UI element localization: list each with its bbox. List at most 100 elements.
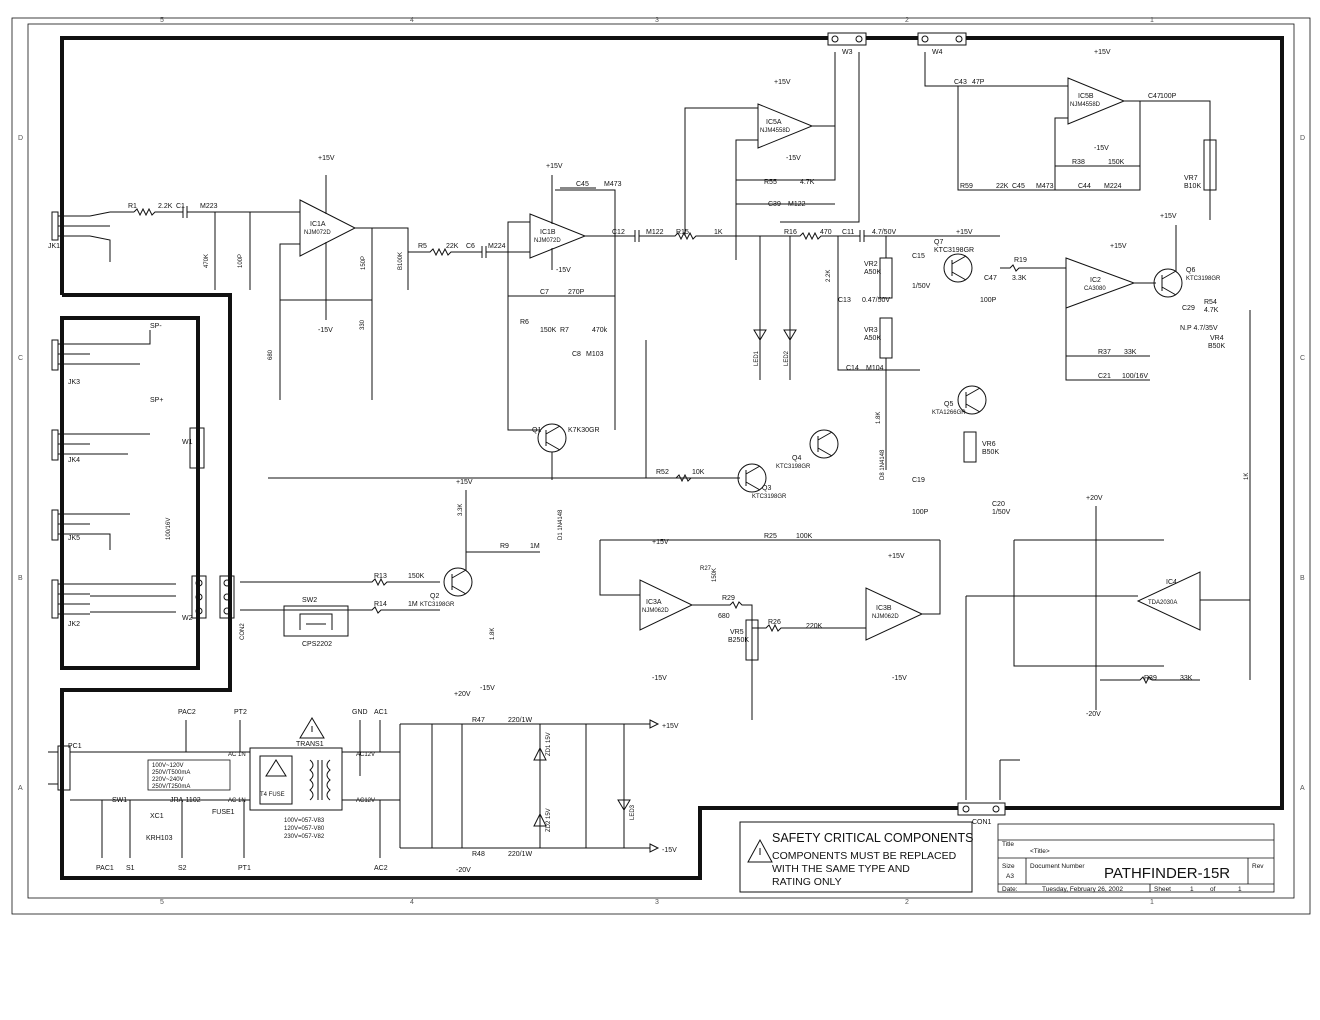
power-inlet-pc1: PC1 [48,743,82,791]
vr6-pot [963,431,977,463]
svg-text:SAFETY CRITICAL COMPONENTS: SAFETY CRITICAL COMPONENTS [772,831,973,845]
svg-text:+15V: +15V [456,479,473,486]
inner-frame [27,23,1295,899]
svg-text:R55: R55 [764,179,777,186]
con2-connector [219,575,235,619]
svg-text:3.3K: 3.3K [1012,275,1027,282]
grid-top-5: 1 [1150,17,1154,24]
svg-text:C43: C43 [954,79,967,86]
svg-text:XC1: XC1 [150,813,164,820]
svg-text:PT2: PT2 [234,709,247,716]
jack-jk4: JK4 [51,429,150,464]
svg-text:100K: 100K [796,533,813,540]
grid-top-1: 5 [160,17,164,24]
svg-text:COMPONENTS MUST BE REPLACED: COMPONENTS MUST BE REPLACED [772,850,957,862]
svg-text:NJM062D: NJM062D [872,614,899,620]
svg-text:2.2K: 2.2K [826,270,832,282]
grid-top-2: 4 [410,17,414,24]
svg-text:WITH THE SAME TYPE AND: WITH THE SAME TYPE AND [772,863,910,875]
grid-left-d: D [18,135,23,142]
svg-text:1/50V: 1/50V [992,509,1011,516]
svg-text:680: 680 [268,349,274,360]
svg-text:R16: R16 [784,229,797,236]
ota-ic2: IC2 CA3080 +15V [1065,243,1136,309]
svg-text:-15V: -15V [1094,145,1109,152]
svg-text:330: 330 [360,319,366,330]
svg-text:JK4: JK4 [68,457,80,464]
svg-text:150K: 150K [1108,159,1125,166]
input-jack-jk1: JK1 [48,211,111,262]
vr5-pot [745,619,759,661]
main-board-outline [60,36,1284,880]
title-block: Title <Title> Size A3 Document Number PA… [997,823,1275,893]
transistor-q4: Q4 KTC3198GR [776,429,839,470]
svg-text:AC1: AC1 [374,709,388,716]
svg-text:-15V: -15V [652,675,667,682]
svg-text:A50K: A50K [864,269,881,276]
svg-text:100V=057-V83: 100V=057-V83 [284,818,325,824]
svg-text:AC 1N: AC 1N [228,752,246,758]
svg-text:-15V: -15V [318,327,333,334]
svg-text:R1: R1 [128,203,137,210]
svg-text:Sheet: Sheet [1154,886,1171,893]
svg-text:1K: 1K [714,229,723,236]
svg-text:C11: C11 [842,229,854,236]
svg-text:IC4: IC4 [1166,579,1177,586]
svg-text:R29: R29 [722,595,735,602]
svg-text:-15V: -15V [892,675,907,682]
svg-text:KTA1266GR: KTA1266GR [932,410,966,416]
outer-frame [11,17,1311,915]
svg-text:100P: 100P [238,254,244,268]
voltage-table [147,759,231,791]
svg-text:K7K30GR: K7K30GR [568,427,600,434]
svg-text:C39: C39 [768,201,781,208]
svg-text:C21: C21 [1098,373,1111,380]
svg-text:KTC3198GR: KTC3198GR [752,494,787,500]
svg-text:W2: W2 [182,615,193,622]
svg-text:680: 680 [718,613,730,620]
svg-text:Q3: Q3 [762,485,771,492]
svg-text:+20V: +20V [1086,495,1103,502]
svg-text:Q4: Q4 [792,455,801,462]
grid-top-4: 2 [905,17,909,24]
grid-right-b: B [1300,575,1305,582]
svg-text:R5: R5 [418,243,427,250]
svg-text:Tuesday, February 26, 2002: Tuesday, February 26, 2002 [1042,886,1123,893]
svg-text:+15V: +15V [546,163,563,170]
svg-text:3.3K: 3.3K [458,504,464,516]
svg-text:-20V: -20V [1086,711,1101,718]
led-pair: LED1 LED2 [753,236,797,380]
svg-text:C1: C1 [176,203,185,210]
svg-text:33K: 33K [1180,675,1193,682]
svg-text:PAC1: PAC1 [96,865,114,872]
r1-resistor [133,207,175,217]
svg-text:Q5: Q5 [944,401,953,408]
w4-label: W4 [932,49,943,56]
svg-text:+15V: +15V [662,723,679,730]
svg-text:D1 1N4148: D1 1N4148 [558,509,564,540]
svg-text:IC1B: IC1B [540,229,556,236]
svg-text:0.47/50V: 0.47/50V [862,297,890,304]
svg-text:M473: M473 [1036,183,1054,190]
svg-text:LED1: LED1 [754,350,760,366]
svg-text:IC2: IC2 [1090,277,1101,284]
grid-right-c: C [1300,355,1305,362]
svg-text:+15V: +15V [956,229,973,236]
svg-text:220K: 220K [806,623,823,630]
svg-text:-15V: -15V [480,685,495,692]
svg-text:D8 1N4148: D8 1N4148 [880,449,886,480]
svg-text:470k: 470k [592,327,608,334]
opamp-ic1a: IC1A NJM072D +15V -15V [299,155,357,334]
svg-text:SP+: SP+ [150,397,163,404]
svg-text:TRANS1: TRANS1 [296,741,324,748]
transformer-trans1: T4 FUSE TRANS1 [249,717,343,811]
con1-connector [957,802,1006,816]
svg-text:1K: 1K [1244,473,1250,480]
svg-text:R37: R37 [1098,349,1111,356]
svg-text:R47: R47 [472,717,485,724]
switch-sw2[interactable]: SW2 CPS2202 [283,597,349,648]
grid-left-c: C [18,355,23,362]
opamp-ic3a: IC3A NJM062D +15V -15V [639,539,694,682]
svg-text:Q1: Q1 [532,427,541,434]
grid-bottom-1: 5 [160,899,164,906]
